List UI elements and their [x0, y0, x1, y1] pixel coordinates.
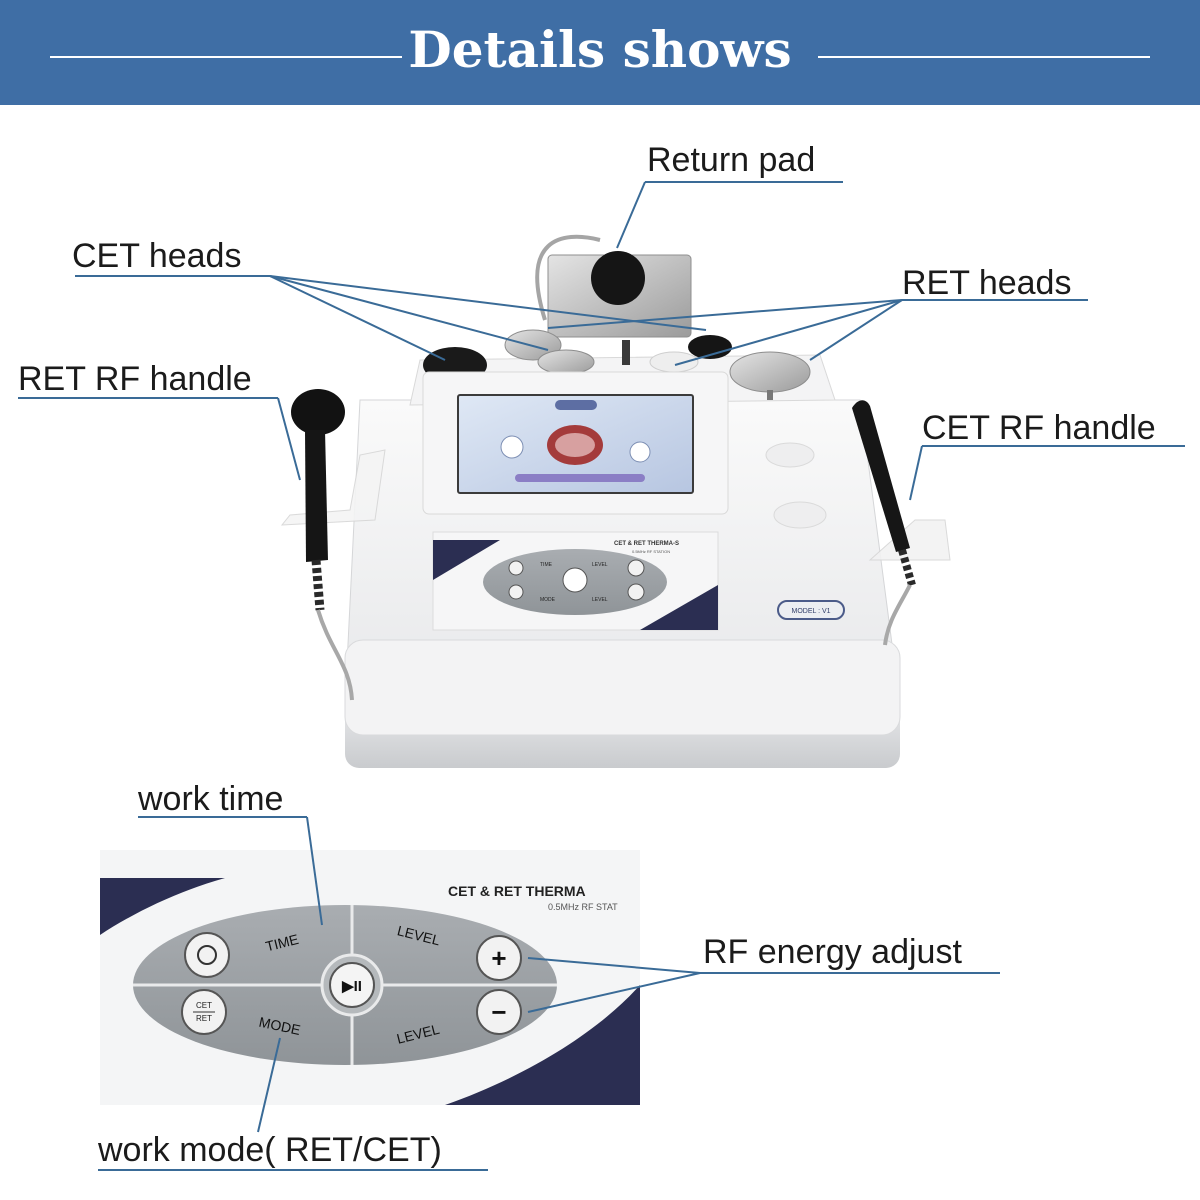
holder-slots: [765, 442, 827, 529]
label-cet-rf-handle: CET RF handle: [922, 409, 1156, 447]
svg-text:LEVEL: LEVEL: [592, 597, 608, 603]
label-cet-heads: CET heads: [72, 237, 242, 275]
svg-text:CET: CET: [196, 1001, 212, 1010]
svg-text:▶II: ▶II: [341, 978, 362, 995]
cet-head-small: [688, 335, 732, 359]
banner-rule-right: [818, 56, 1150, 58]
page-title: Details shows: [408, 20, 792, 79]
svg-text:MODEL : V1: MODEL : V1: [791, 608, 830, 615]
ret-head-large: [729, 351, 811, 393]
svg-text:RET: RET: [196, 1014, 212, 1023]
svg-text:TIME: TIME: [264, 931, 300, 955]
return-pad: [535, 234, 692, 338]
touch-screen: [422, 371, 729, 515]
ret-head-mid: [537, 349, 595, 375]
banner-rule-left: [50, 56, 402, 58]
cet-rf-handle: [852, 400, 951, 646]
svg-text:0.5MHz RF STAT: 0.5MHz RF STAT: [548, 902, 618, 912]
svg-text:TIME: TIME: [540, 562, 553, 568]
svg-text:LEVEL: LEVEL: [592, 562, 608, 568]
label-work-mode: work mode( RET/CET): [98, 1131, 442, 1169]
label-ret-rf-handle: RET RF handle: [18, 360, 252, 398]
label-work-time: work time: [138, 780, 284, 818]
svg-text:−: −: [491, 997, 506, 1027]
leader-lines-bottom: [98, 816, 1000, 1171]
front-control-panel: CET & RET THERMA-S 0.5MHz RF STATION TIM…: [432, 531, 719, 631]
control-panel-closeup: CET & RET THERMA 0.5MHz RF STAT TIME MOD…: [100, 850, 640, 1105]
model-badge: MODEL : V1: [777, 600, 845, 620]
svg-text:CET & RET THERMA-S: CET & RET THERMA-S: [614, 541, 679, 547]
label-rf-energy-adjust: RF energy adjust: [703, 933, 962, 971]
svg-text:0.5MHz RF STATION: 0.5MHz RF STATION: [632, 549, 670, 554]
leader-lines-top: [18, 181, 1185, 501]
label-return-pad: Return pad: [647, 141, 816, 179]
ret-rf-handle: [280, 389, 386, 701]
ret-probe-tip: [622, 340, 630, 365]
svg-text:CET & RET THERMA: CET & RET THERMA: [448, 883, 586, 899]
svg-text:MODE: MODE: [540, 597, 556, 603]
svg-text:+: +: [491, 943, 506, 973]
header-banner: Details shows: [0, 0, 1200, 105]
label-ret-heads: RET heads: [902, 264, 1072, 302]
